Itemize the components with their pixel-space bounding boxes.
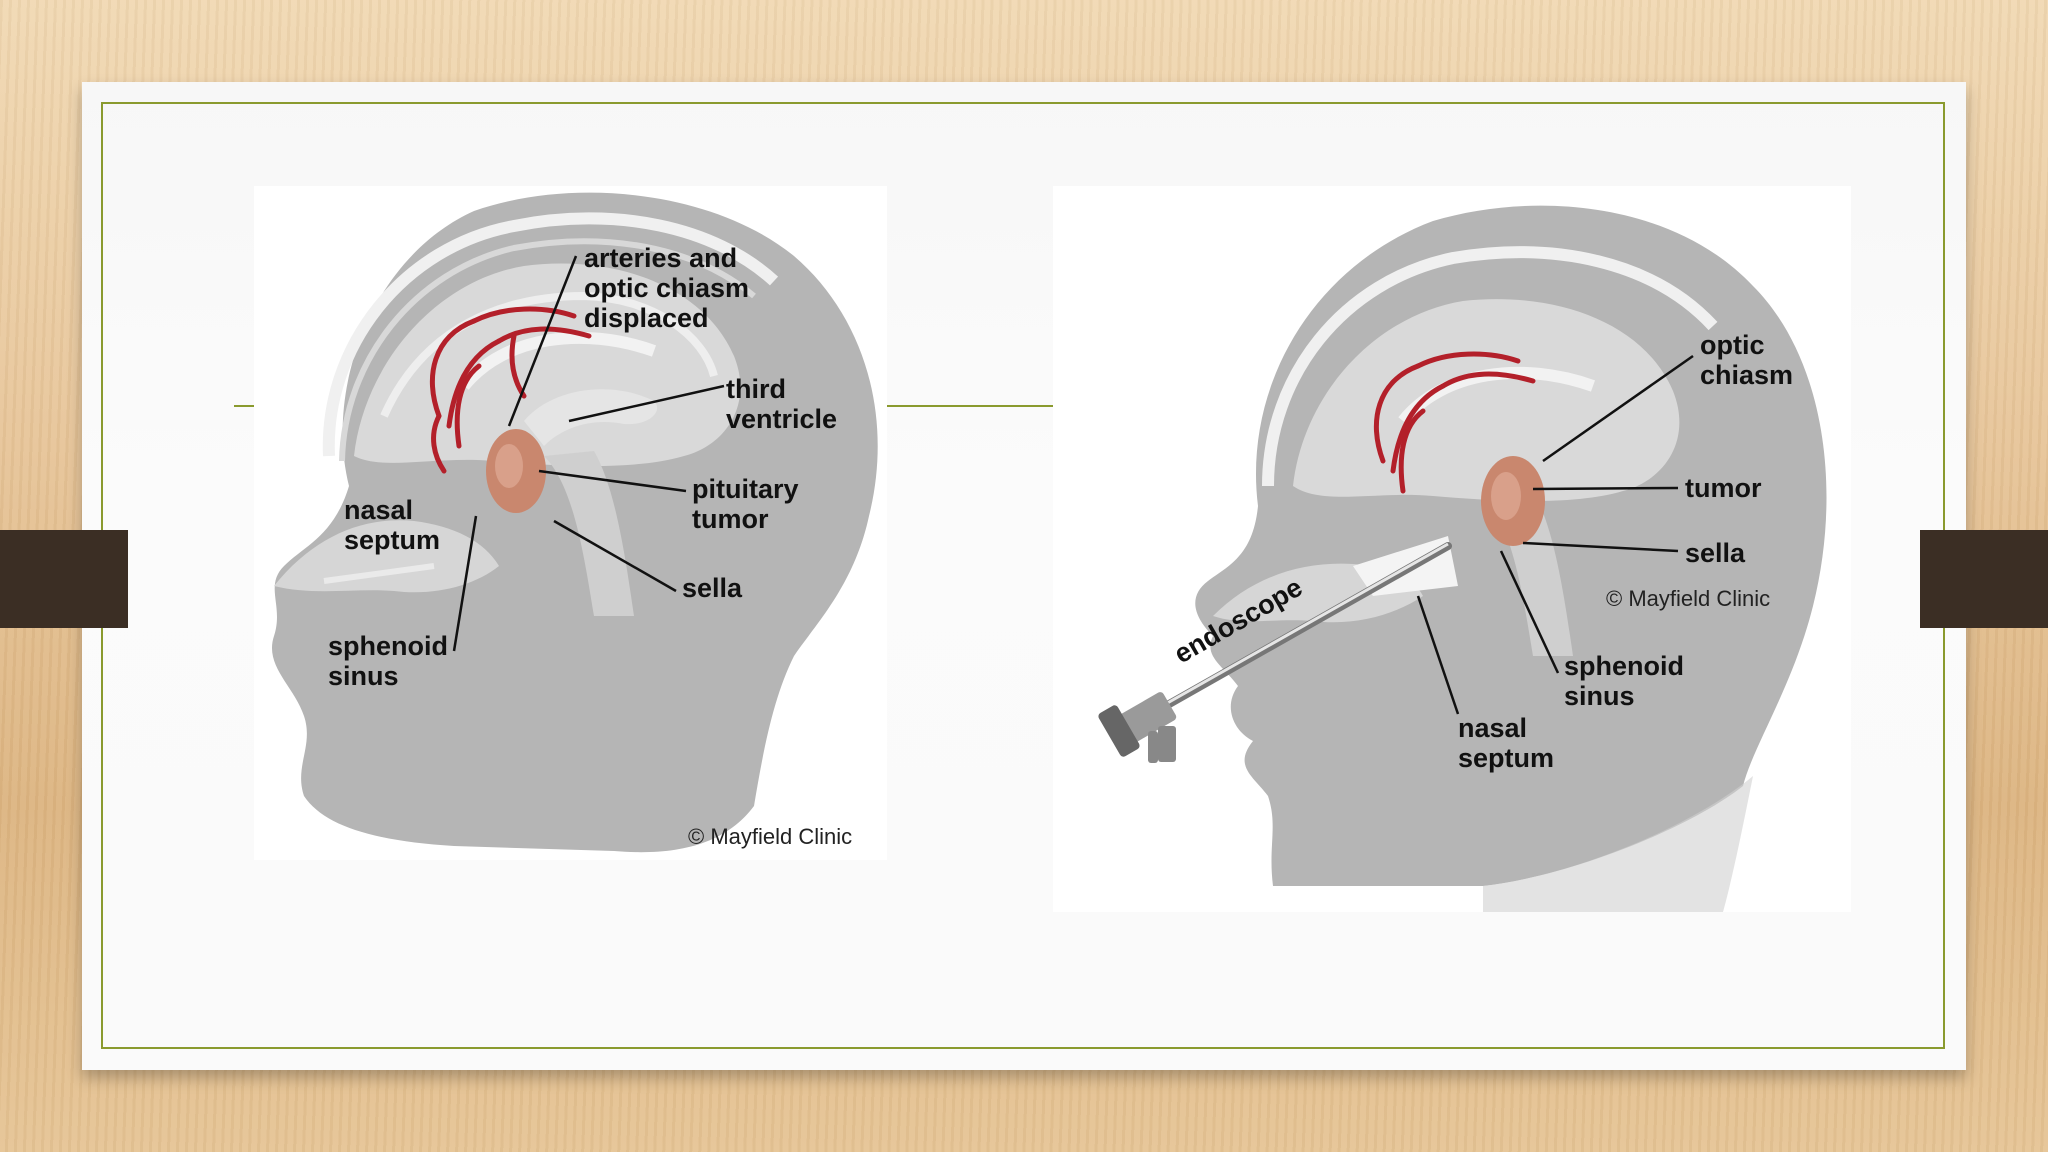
- divider-line-left: [234, 405, 254, 407]
- label-tumor: tumor: [1685, 473, 1762, 503]
- label-optic-chiasm-line2: chiasm: [1700, 360, 1793, 390]
- label-optic-chiasm-line1: optic: [1700, 330, 1765, 360]
- label-nasal-septum-line1: nasal: [344, 495, 413, 525]
- label-arteries-line3: displaced: [584, 303, 709, 333]
- label-third-ventricle-line1: third: [726, 374, 786, 404]
- skull-outline: [1262, 246, 1718, 487]
- copyright-right: © Mayfield Clinic: [1606, 586, 1770, 611]
- copyright-left: © Mayfield Clinic: [688, 824, 852, 849]
- leader-lines: [1416, 354, 1694, 715]
- label-sella: sella: [1685, 538, 1746, 568]
- label-nasal-septum-line1: nasal: [1458, 713, 1527, 743]
- label-nasal-septum-line2: septum: [344, 525, 440, 555]
- label-sphenoid-line1: sphenoid: [1564, 651, 1684, 681]
- endoscope-instrument: [1098, 542, 1452, 763]
- label-nasal-septum-line2: septum: [1458, 743, 1554, 773]
- label-third-ventricle-line2: ventricle: [726, 404, 837, 434]
- skull-outline: [322, 212, 779, 457]
- left-head-diagram: arteries and optic chiasm displaced thir…: [271, 192, 878, 853]
- label-arteries-line2: optic chiasm: [584, 273, 749, 303]
- label-sphenoid-line2: sinus: [328, 661, 399, 691]
- brain-region: [1293, 299, 1680, 501]
- divider-line-middle: [887, 405, 1053, 407]
- label-sphenoid-line2: sinus: [1564, 681, 1635, 711]
- arteries: [430, 306, 592, 474]
- leader-lines: [452, 255, 725, 652]
- label-arteries-line1: arteries and: [584, 243, 737, 273]
- label-sella: sella: [682, 573, 743, 603]
- nasal-cavity: [274, 520, 499, 593]
- left-tab-decoration: [0, 530, 128, 628]
- label-pituitary-line2: tumor: [692, 504, 769, 534]
- brainstem: [544, 451, 634, 616]
- label-pituitary-line1: pituitary: [692, 474, 799, 504]
- right-tab-decoration: [1920, 530, 2048, 628]
- right-illustration-endoscopic-approach: optic chiasm tumor sella sphenoid sinus …: [1053, 186, 1851, 912]
- arteries: [1374, 351, 1536, 494]
- right-head-diagram: optic chiasm tumor sella sphenoid sinus …: [1098, 205, 1827, 912]
- label-sphenoid-line1: sphenoid: [328, 631, 448, 661]
- left-illustration-pituitary-tumor: arteries and optic chiasm displaced thir…: [254, 186, 887, 860]
